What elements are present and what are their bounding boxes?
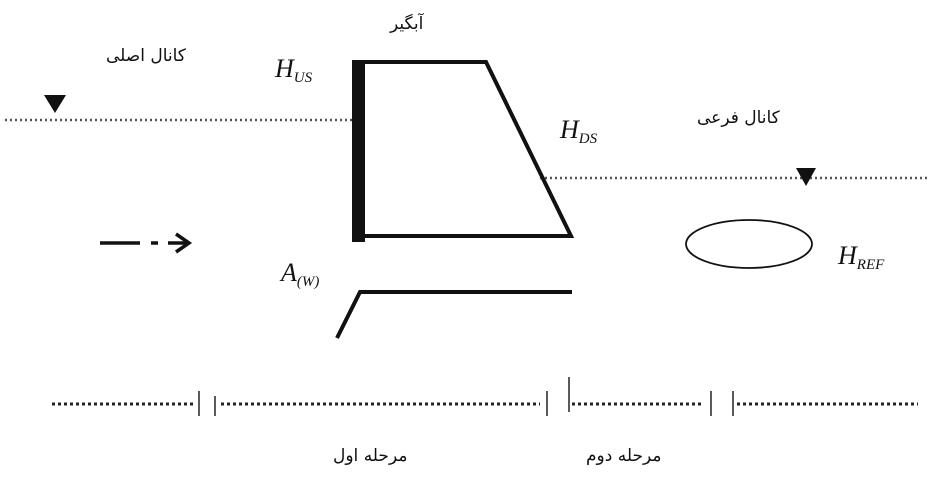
stage-dimension-line xyxy=(52,377,918,416)
stage-two-label: مرحله دوم xyxy=(586,446,662,466)
downstream-head-symbol: H xyxy=(560,115,579,144)
main-canal-water-level-marker xyxy=(44,95,66,113)
upstream-head-subscript: US xyxy=(293,70,313,86)
branch-canal-water-level-marker xyxy=(796,168,816,186)
reference-head-label: HREF xyxy=(838,241,884,274)
flow-direction-arrow xyxy=(100,232,193,254)
reference-head-subscript: REF xyxy=(856,257,885,273)
reference-ellipse xyxy=(685,219,813,269)
main-canal-label: کانال اصلی xyxy=(106,46,186,66)
intake-structure-outline xyxy=(358,60,575,238)
intake-gate-wall xyxy=(352,60,365,242)
gate-area-symbol: A xyxy=(281,258,297,287)
gate-area-label: A(W) xyxy=(281,258,319,291)
upstream-head-label: HUS xyxy=(275,54,312,87)
upstream-head-symbol: H xyxy=(275,54,294,83)
branch-canal-label: کانال فرعی xyxy=(697,108,780,128)
gate-area-subscript: (W) xyxy=(296,274,320,290)
intake-channel-floor xyxy=(335,290,572,339)
downstream-head-label: HDS xyxy=(560,115,597,148)
stage-one-label: مرحله اول xyxy=(333,446,408,466)
intake-label: آبگیر xyxy=(390,14,424,34)
downstream-head-subscript: DS xyxy=(578,131,598,147)
reference-head-symbol: H xyxy=(838,241,857,270)
